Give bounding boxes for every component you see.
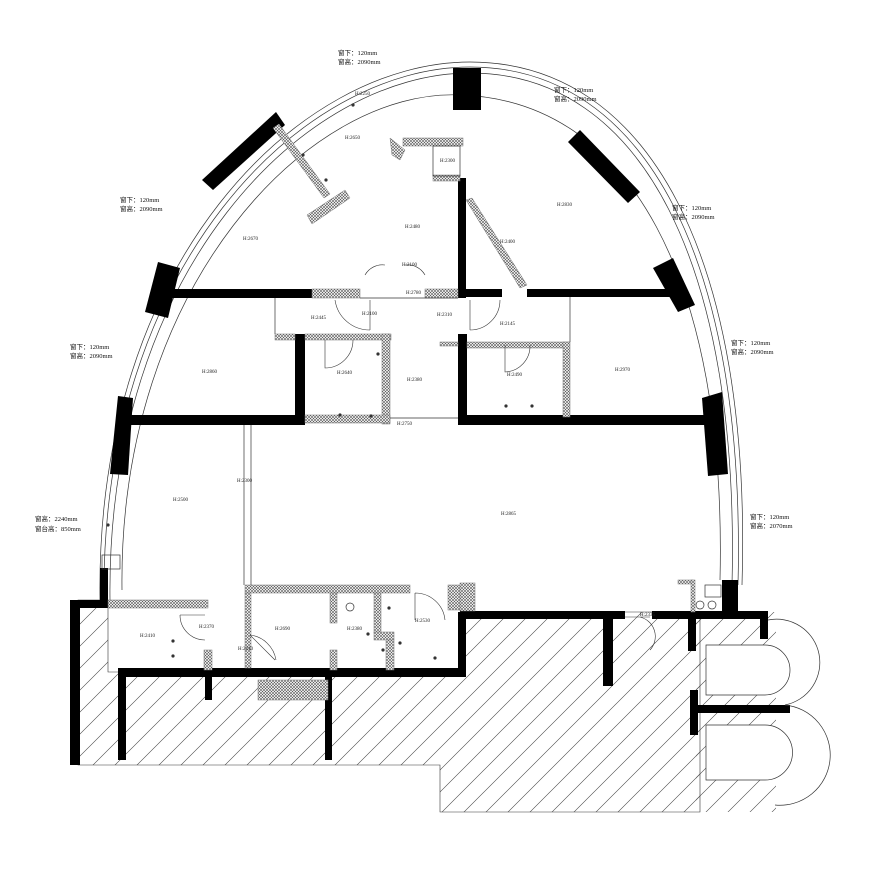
height-label: H:2100 [402,263,418,268]
window-note: 窗高：2090mm [731,347,774,356]
height-label: H:2210 [238,647,254,652]
height-label: H:2865 [501,512,517,517]
height-label: H:2100 [362,312,378,317]
ceiling-light-points [106,103,534,660]
height-label: H:2300 [237,479,253,484]
window-note: 窗下：120mm [338,48,377,57]
window-note: 窗高：2090mm [554,94,597,103]
window-note: 窗高：2070mm [750,521,793,530]
height-label: H:2970 [615,368,631,373]
partition-walls [107,123,696,701]
height-label: H:2780 [406,291,422,296]
window-note: 窗台高：850mm [35,524,81,533]
window-note: 窗高：2090mm [672,212,715,221]
height-label: H:2445 [311,316,327,321]
height-label: H:2640 [337,371,353,376]
height-label: H:2530 [415,619,431,624]
doors-and-lines [101,145,722,661]
window-note: 窗下：120mm [672,203,711,212]
height-label: H:2650 [345,136,361,141]
bay-rooms [705,618,831,806]
window-note: 窗高：2090mm [120,204,163,213]
window-note: 窗高：2240mm [35,514,78,523]
ceiling-height-labels: H:2250 H:2650 H:2300 H:2670 H:2480 H:210… [140,92,656,652]
height-label: H:2380 [347,627,363,632]
height-label: H:2300 [440,159,456,164]
height-label: H:2410 [140,634,156,639]
window-note: 窗下：120mm [750,512,789,521]
window-note: 窗下：120mm [120,195,159,204]
height-label: H:2480 [405,225,421,230]
window-note: 窗下：120mm [731,338,770,347]
height-label: H:2830 [557,203,573,208]
height-label: H:2490 [507,373,523,378]
height-label: H:2860 [202,370,218,375]
window-notes: 窗下：120mm 窗高：2090mm 窗下：120mm 窗高：2090mm 窗下… [35,48,793,533]
height-label: H:2250 [355,92,371,97]
height-label: H:2310 [437,313,453,318]
window-note: 窗高：2090mm [338,57,381,66]
structural-walls [70,68,790,765]
height-label: H:2145 [500,322,516,327]
height-label: H:2335 [640,613,656,618]
window-note: 窗下：120mm [70,342,109,351]
window-note: 窗高：2090mm [70,351,113,360]
height-label: H:2380 [407,378,423,383]
height-label: H:2750 [397,422,413,427]
height-label: H:2690 [275,627,291,632]
height-label: H:2370 [199,625,215,630]
height-label: H:2670 [243,237,259,242]
window-note: 窗下：120mm [554,85,593,94]
height-label: H:2400 [500,240,516,245]
height-label: H:2500 [173,498,189,503]
